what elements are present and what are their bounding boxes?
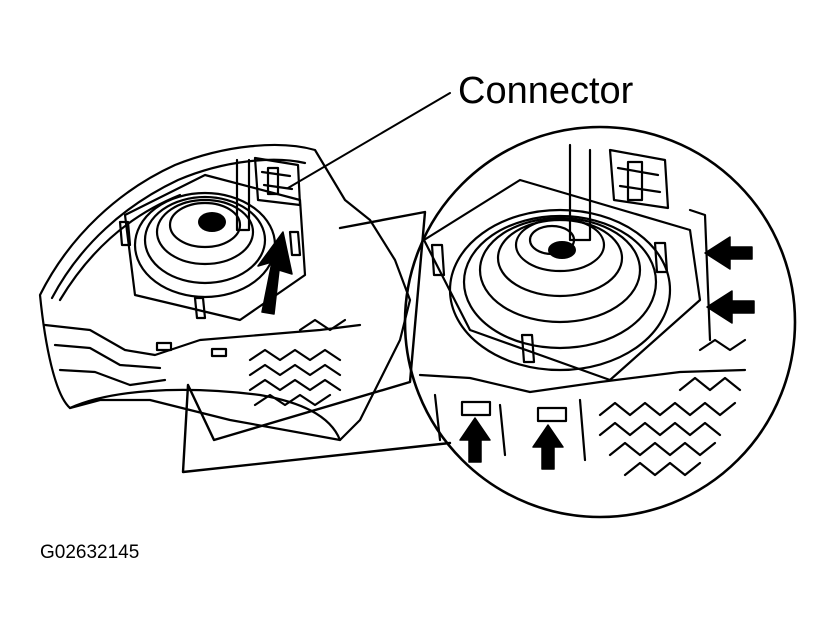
connector-leader-line [288,93,450,188]
arrow-up-icon [533,425,563,469]
arrow-up-icon [258,232,292,314]
figure-id: G02632145 [40,542,140,563]
arrow-up-icon [460,418,490,462]
detail-view [405,127,795,517]
connector-label: Connector [458,70,634,112]
arrow-left-icon [707,291,754,323]
zoom-wedge [183,212,450,472]
steering-pad-assembly [40,145,410,440]
arrow-left-icon [705,237,752,269]
